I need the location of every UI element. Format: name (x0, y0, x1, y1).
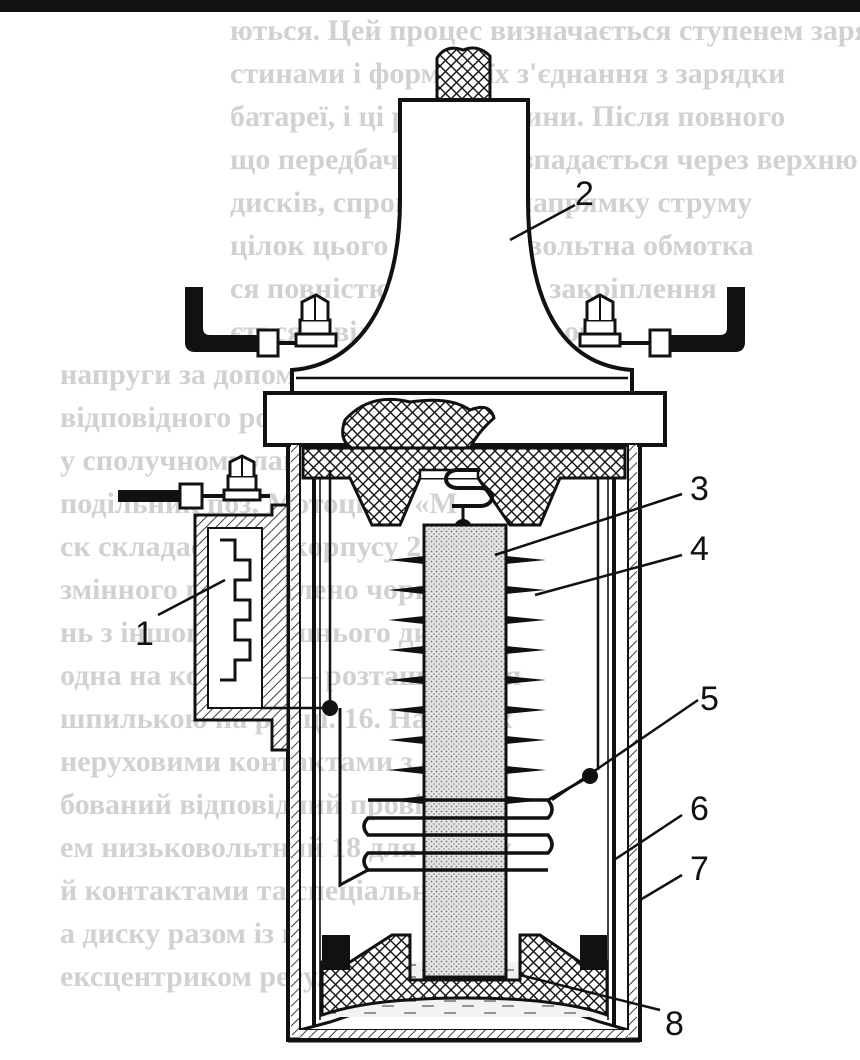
winding-turn-right (506, 766, 546, 774)
background-text-line: й контактами та спеціальний п (60, 874, 488, 907)
top-seal (301, 397, 627, 527)
label-8: 8 (665, 1005, 684, 1043)
background-text-line: що передбачає, що розпадається через вер… (230, 143, 858, 176)
secondary-winding (388, 556, 546, 804)
right-mount-bracket (578, 287, 745, 358)
magnetic-circuit (312, 455, 616, 1025)
winding-turn-left (388, 646, 424, 654)
winding-turn-left (388, 676, 424, 684)
winding-turn-right (506, 706, 546, 714)
label-6: 6 (690, 790, 709, 828)
winding-turn-left (388, 616, 424, 624)
label-4: 4 (690, 530, 709, 568)
label-1: 1 (135, 615, 154, 653)
primary-terminal-bracket (118, 454, 330, 752)
background-text-line: стинами і формою їх з'єднання з зарядки (230, 57, 785, 90)
part-labels: 1 2 3 4 5 6 7 8 (135, 175, 719, 1043)
winding-turn-left (388, 736, 424, 744)
background-text-line: а диску разом із г (60, 917, 295, 950)
winding-turn-left (388, 766, 424, 774)
background-text-line: бований відповідний провідник (60, 788, 490, 821)
winding-turn-right (506, 646, 546, 654)
background-text-line: ексцентриком регулю (60, 960, 357, 993)
winding-turn-right (506, 556, 546, 564)
leader-lines (157, 203, 699, 1012)
top-border (0, 0, 860, 12)
label-2: 2 (575, 175, 594, 213)
left-mount-bracket (185, 287, 338, 358)
housing (286, 445, 642, 1043)
winding-turn-left (388, 556, 424, 564)
label-3: 3 (690, 470, 709, 508)
winding-turn-right (506, 616, 546, 624)
magnetic-core (422, 523, 508, 979)
background-text-line: ються. Цей процес визначається ступенем … (230, 14, 860, 47)
winding-turn-right (506, 586, 546, 594)
winding-turn-left (388, 586, 424, 594)
winding-turn-left (388, 706, 424, 714)
label-7: 7 (690, 850, 709, 888)
label-5: 5 (700, 680, 719, 718)
winding-turn-right (506, 736, 546, 744)
winding-turn-right (506, 676, 546, 684)
ceramic-insulator (320, 933, 609, 1018)
